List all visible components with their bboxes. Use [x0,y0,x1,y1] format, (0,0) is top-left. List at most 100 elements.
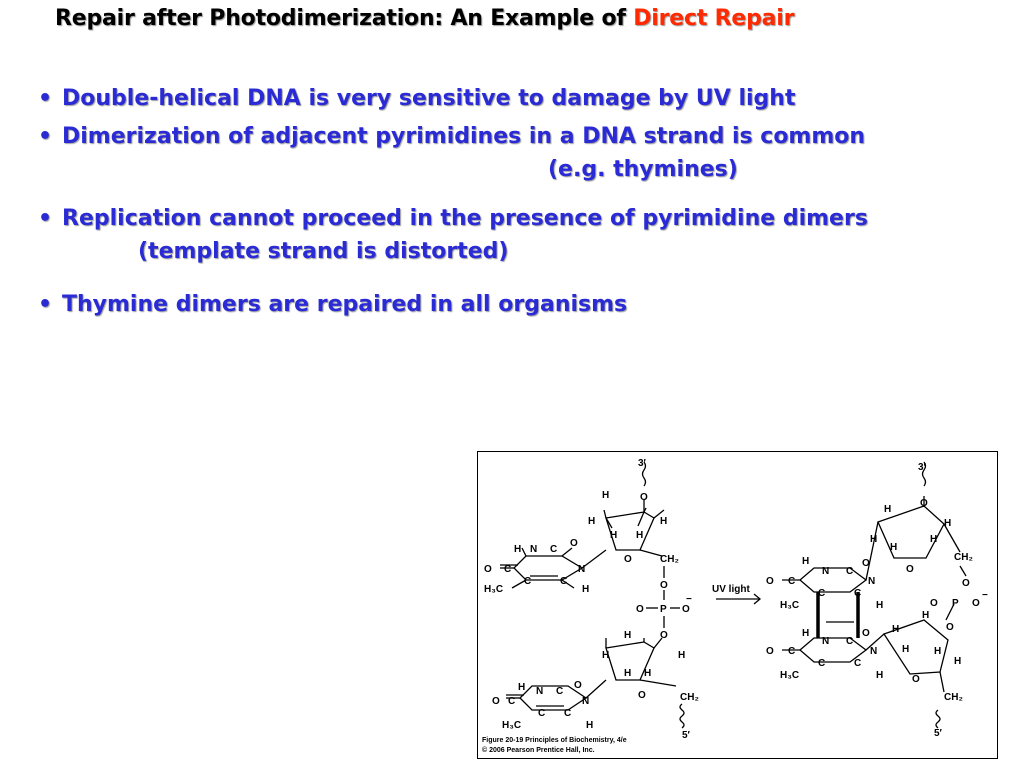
atom-c: C [524,576,531,587]
atom-c: C [788,646,795,657]
bullet-continuation: (template strand is distorted) [138,239,509,264]
uv-light-label: UV light [712,584,750,595]
atom-p: P [952,598,959,609]
atom-n: N [822,566,829,577]
atom-h: H [902,644,909,655]
atom-h: H [514,544,521,555]
atom-o: O [766,576,774,587]
atom-h: H [624,668,631,679]
bullet-text: Double-helical DNA is very sensitive to … [62,86,796,111]
bullet-text: Replication cannot proceed in the presen… [62,206,868,231]
atom-h: H [802,628,809,639]
atom-n: N [822,636,829,647]
atom-c: C [504,564,511,575]
title-prefix: Repair after Photodimerization: An Examp… [55,6,634,31]
chemical-structure-diagram: 3′ O H H H H H O CH₂ O P O O − O H N C O… [482,458,988,754]
atom-c: C [508,696,515,707]
bullet-text: Thymine dimers are repaired in all organ… [62,292,628,317]
atom-c: C [556,686,563,697]
bullet-item: •Dimerization of adjacent pyrimidines in… [38,120,998,202]
ch2-group: CH₂ [680,692,699,703]
atom-o: O [682,604,690,615]
atom-h: H [588,516,595,527]
atom-o: O [946,622,954,633]
atom-h: H [644,668,651,679]
atom-h: H [678,650,685,661]
bullet-list: • Double-helical DNA is very sensitive to… [38,82,998,321]
bullet-continuation: (e.g. thymines) [548,157,738,182]
five-prime-label: 5′ [934,728,943,739]
atom-c: C [846,636,853,647]
five-prime-label: 5′ [682,730,691,741]
figure-caption-line1: Figure 20-19 Principles of Biochemistry,… [482,737,627,744]
atom-n: N [530,544,537,555]
atom-n: N [868,576,875,587]
atom-o: O [638,690,646,701]
atom-h: H [610,530,617,541]
atom-o: O [862,628,870,639]
h3c-group: H₃C [502,720,521,731]
atom-h: H [876,670,883,681]
h3c-group: H₃C [780,600,799,611]
atom-c: C [818,658,825,669]
atom-c: C [560,576,567,587]
atom-h: H [944,518,951,529]
atom-o: O [962,578,970,589]
minus-charge: − [686,594,692,605]
atom-o: O [660,630,668,641]
atom-h: H [602,490,609,501]
three-prime-label: 3′ [638,458,647,469]
atom-n: N [578,564,585,575]
atom-h: H [890,542,897,553]
minus-charge: − [982,590,988,601]
atom-h: H [934,646,941,657]
atom-h: H [922,610,929,621]
atom-h: H [636,530,643,541]
bullet-marker: • [38,292,53,317]
atom-h: H [518,682,525,693]
atom-n: N [870,646,877,657]
atom-h: H [660,516,667,527]
h3c-group: H₃C [780,670,799,681]
atom-o: O [766,646,774,657]
atom-c: C [550,544,557,555]
atom-o: O [930,598,938,609]
atom-h: H [582,584,589,595]
atom-h: H [876,600,883,611]
atom-n: N [536,686,543,697]
atom-c: C [538,708,545,719]
atom-n: N [582,696,589,707]
atom-o: O [862,558,870,569]
bullet-text: Dimerization of adjacent pyrimidines in … [62,124,866,149]
atom-h: H [884,504,891,515]
atom-o: O [574,680,582,691]
atom-o: O [624,554,632,565]
atom-c: C [854,588,861,599]
atom-o: O [636,604,644,615]
atom-o: O [660,580,668,591]
slide-title: Repair after Photodimerization: An Examp… [55,6,794,31]
bullet-item: • Thymine dimers are repaired in all orga… [38,288,998,321]
title-accent: Direct Repair [633,6,795,31]
atom-c: C [846,566,853,577]
atom-o: O [570,538,578,549]
atom-o: O [912,674,920,685]
atom-c: C [564,708,571,719]
atom-h: H [802,556,809,567]
figure-caption-line2: © 2006 Pearson Prentice Hall, Inc. [482,746,595,754]
atom-c: C [788,576,795,587]
bullet-marker: • [38,86,53,111]
atom-h: H [930,534,937,545]
atom-h: H [586,720,593,731]
bullet-item: • Double-helical DNA is very sensitive to… [38,82,998,120]
three-prime-label: 3′ [918,462,927,473]
atom-o: O [484,564,492,575]
atom-o: O [906,564,914,575]
ch2-group: CH₂ [660,554,679,565]
atom-h: H [870,534,877,545]
h3c-group: H₃C [484,584,503,595]
atom-h: H [602,650,609,661]
atom-o: O [640,492,648,503]
bullet-marker: • [38,206,53,231]
bullet-item: • Replication cannot proceed in the prese… [38,202,998,288]
